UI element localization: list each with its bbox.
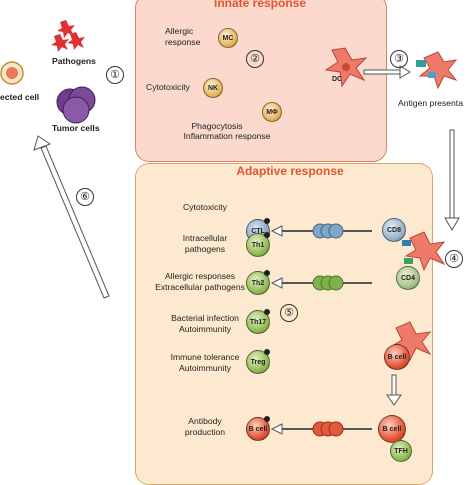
- step-2: ②: [246, 50, 264, 68]
- step-6: ⑥: [76, 188, 94, 206]
- innate-cytotoxicity-label: Cytotoxicity: [146, 82, 190, 92]
- step-3: ③: [390, 50, 408, 68]
- arrow-dc-to-antigen: [363, 65, 411, 79]
- diagram-arrows: [0, 20, 460, 437]
- cd4-cell: CD4: [396, 266, 420, 290]
- step-5: ⑤: [280, 304, 298, 322]
- th2-cell: Th2: [246, 271, 270, 295]
- cytokine-beads-green: [312, 275, 344, 291]
- row-intracellular-label: Intracellular pathogens: [182, 233, 228, 254]
- row-bacterial-label: Bacterial infection Autoimmunity: [171, 313, 239, 334]
- row-tolerance-label: Immune tolerance Autoimmunity: [170, 352, 240, 373]
- dendritic-cell-innate: [324, 47, 368, 88]
- bcell-bottom: B cell: [378, 415, 406, 443]
- cytokine-beads-blue: [312, 223, 344, 239]
- arrow-antigen-down: [444, 129, 460, 231]
- step-1: ①: [106, 66, 124, 84]
- row-allergic-label: Allergic responses Extracellular pathoge…: [155, 271, 245, 292]
- tfh-cell: TFH: [390, 440, 412, 462]
- cd8-cell: CD8: [382, 218, 406, 242]
- innate-allergic-label: Allergic response: [165, 26, 201, 47]
- nk-cell: NK: [203, 78, 223, 98]
- dendritic-cell-cd4-cd8: [402, 231, 446, 272]
- dendritic-cell-bcell: [390, 321, 432, 362]
- cytokine-beads-red: [312, 421, 344, 437]
- row-antibody-label: Antibody production: [184, 416, 226, 437]
- bcell-left: B cell: [246, 417, 270, 441]
- inflammation-label: Inflammation response: [183, 131, 271, 141]
- infected-cell-icon: [0, 61, 24, 85]
- tumor-cells-label: Tumor cells: [52, 123, 100, 133]
- antigen-presenting-cell: [416, 51, 458, 90]
- mast-cell: MC: [218, 28, 238, 48]
- arrow-six-diagonal: [33, 135, 110, 299]
- arrow-bcell-down: [386, 374, 402, 406]
- adaptive-title: Adaptive response: [236, 164, 344, 178]
- phagocytosis-label: Phagocytosis: [191, 121, 243, 131]
- macrophage-cell: MΦ: [262, 102, 282, 122]
- tumor-cells-icon: [56, 86, 96, 124]
- pathogens-label: Pathogens: [52, 56, 96, 66]
- row-cytotoxicity-label: Cytotoxicity: [183, 202, 227, 212]
- step-4: ④: [445, 250, 463, 268]
- innate-title: Innate response: [213, 0, 307, 10]
- infected-cell-label: ected cell: [0, 92, 40, 102]
- bcell-right: B cell: [384, 344, 410, 370]
- antigen-presentation-label: Antigen presenta: [398, 98, 463, 108]
- pathogens-icon: [51, 20, 85, 52]
- dc-label: DC: [332, 76, 343, 83]
